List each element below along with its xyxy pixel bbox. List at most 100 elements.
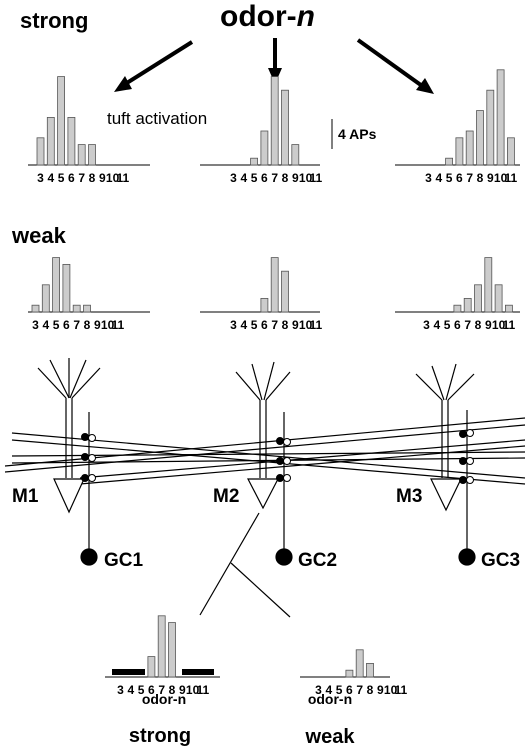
histogram-bar	[476, 110, 484, 166]
histogram-tick-label: 11	[310, 171, 323, 185]
gc1-synapse-3-filled	[81, 474, 89, 482]
bottom-odor-label-strong: odor-n	[142, 691, 186, 707]
m3-tuft-2	[431, 365, 445, 401]
histogram-tick-label: 4	[433, 318, 440, 332]
label-m3: M3	[396, 486, 422, 507]
histogram-tick-label: 8	[367, 683, 374, 697]
label-m2: M2	[213, 486, 239, 507]
histogram-tick-label: 4	[240, 318, 247, 332]
histogram-tick-label: 3	[423, 318, 430, 332]
histogram-tick-label: 9	[94, 318, 101, 332]
histogram-bar	[168, 622, 176, 678]
gc2-synapse-1-filled	[276, 437, 284, 445]
histogram-tick-label: 5	[53, 318, 60, 332]
histogram-tick-label: 5	[138, 683, 145, 697]
histogram-bar	[36, 137, 45, 166]
histogram-tick-label: 6	[454, 318, 461, 332]
histogram-tick-label: 3	[32, 318, 39, 332]
histogram-tick-label: 4	[325, 683, 332, 697]
histogram-tick-label: 3	[230, 171, 237, 185]
histogram-bar	[52, 257, 60, 313]
histogram-tick-label: 7	[158, 683, 165, 697]
histogram-tick-label: 10	[494, 171, 508, 185]
histogram-tick-label: 9	[377, 683, 384, 697]
histogram-tick-label: 11	[503, 318, 516, 332]
histogram-tick-label: 10	[299, 318, 313, 332]
histogram-tick-label: 10	[299, 171, 313, 185]
histogram-tick-label: 7	[73, 318, 80, 332]
histogram-tick-label: 10	[101, 318, 115, 332]
histogram-bar	[445, 157, 454, 166]
histogram-tick-label: 8	[475, 318, 482, 332]
histogram-bar	[484, 257, 493, 313]
label-gc1: GC1	[104, 550, 144, 571]
histogram-bar	[41, 284, 50, 313]
inhibition-bar-left	[112, 669, 145, 675]
histogram-bar	[77, 144, 86, 166]
histogram-tick-label: 11	[505, 171, 518, 185]
m2-tuft-4	[265, 371, 291, 401]
histogram-bar	[463, 297, 472, 313]
histogram-tick-label: 6	[346, 683, 353, 697]
histogram-bar	[506, 137, 515, 166]
dendrite-4b	[79, 445, 526, 485]
histogram-bar	[157, 615, 166, 678]
histogram-bar	[62, 263, 71, 313]
histogram-bar	[465, 130, 474, 166]
histogram-tick-label: 4	[42, 318, 49, 332]
mitral-cell-m2	[235, 361, 291, 510]
odor-title-italic: n	[297, 0, 315, 33]
gc3-soma	[458, 548, 476, 566]
m2-tuft-3	[263, 361, 275, 401]
histogram-tick-label: 5	[251, 171, 258, 185]
histogram-tick-label: 11	[117, 171, 130, 185]
bottom-odor-label-weak: odor-n	[308, 691, 352, 707]
branch-to-weak	[230, 562, 291, 618]
histogram-bar	[345, 669, 354, 678]
histogram-tick-label: 4	[435, 171, 442, 185]
m2-tuft-2	[251, 363, 263, 401]
histogram-tick-label: 9	[292, 318, 299, 332]
scale-bar-label: 4 APs	[338, 126, 377, 142]
histogram-tick-label: 4	[47, 171, 54, 185]
arrow-right-head	[416, 78, 434, 94]
histogram-bar	[366, 663, 374, 678]
histogram-bar	[355, 649, 364, 678]
label-gc3: GC3	[481, 550, 520, 571]
histogram-bar	[486, 89, 495, 166]
arrows	[114, 38, 434, 94]
histogram-tick-label: 8	[169, 683, 176, 697]
branch-to-strong	[199, 512, 260, 616]
gc1-synapse-1-filled	[81, 433, 89, 441]
m1-tuft-5	[71, 367, 101, 399]
histogram-tick-label: 6	[456, 171, 463, 185]
dendrite-1a	[11, 432, 526, 479]
histogram-bar	[281, 270, 289, 313]
gc3-synapse-1-open	[466, 429, 474, 437]
strong-label: strong	[20, 8, 88, 33]
histogram-tick-label: 9	[487, 171, 494, 185]
histogram-bar	[455, 137, 464, 166]
histogram-tick-label: 8	[477, 171, 484, 185]
histogram-tick-label: 9	[99, 171, 106, 185]
histogram-tick-label: 5	[446, 171, 453, 185]
gc1-synapse-3-open	[88, 474, 96, 482]
histogram-tick-label: 8	[84, 318, 91, 332]
histogram-tick-label: 9	[292, 171, 299, 185]
m2-tuft-1	[235, 371, 261, 401]
histogram-bar	[46, 117, 55, 166]
gc2-soma	[275, 548, 293, 566]
gc3-synapse-3-filled	[459, 476, 467, 484]
histogram-tick-label: 8	[282, 171, 289, 185]
histogram-tick-label: 6	[261, 171, 268, 185]
m3-soma	[430, 478, 462, 512]
histogram-tick-label: 11	[395, 683, 408, 697]
m1-soma	[53, 478, 85, 514]
arrow-middle-head	[268, 68, 282, 84]
